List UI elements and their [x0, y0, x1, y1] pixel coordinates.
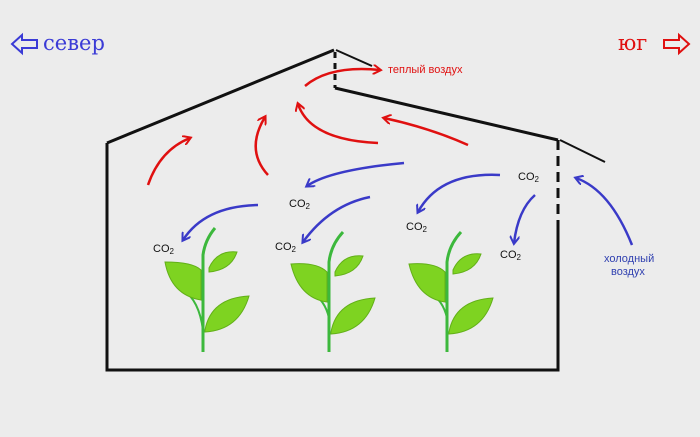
plant-stem	[445, 230, 463, 352]
plant-stem	[201, 227, 217, 352]
co2-labels: CO2 CO2 CO2 CO2 CO2 CO2	[153, 171, 540, 262]
warm-air-flow	[146, 69, 469, 186]
cold-air-arrow	[303, 195, 371, 242]
cold-air-label-line2: воздух	[611, 266, 645, 278]
north-direction: север	[10, 31, 105, 56]
right-roof	[334, 86, 559, 142]
co2-label: CO2	[406, 221, 428, 234]
leaf-icon	[208, 251, 238, 273]
cold-air-arrow	[514, 194, 536, 243]
warm-air-arrow	[384, 118, 469, 147]
warm-air-arrow	[146, 138, 190, 186]
co2-label: CO2	[518, 171, 540, 184]
leaf-icon	[330, 297, 376, 335]
north-label: север	[43, 31, 105, 55]
right-arrow-icon	[663, 32, 691, 56]
co2-label: CO2	[500, 249, 522, 262]
co2-label: CO2	[275, 241, 297, 254]
cold-air-arrow	[418, 173, 501, 212]
warm-air-arrow	[254, 117, 269, 176]
plant	[164, 227, 250, 352]
leaf-icon	[448, 297, 494, 335]
cold-air-arrow	[183, 203, 259, 240]
cold-air-label-line1: холодный	[604, 253, 654, 265]
plant	[408, 230, 494, 352]
leaf-icon	[204, 295, 250, 333]
leaf-icon	[334, 255, 364, 277]
warm-air-arrow	[298, 104, 379, 145]
leaf-icon	[408, 263, 446, 303]
south-direction: юг	[618, 31, 691, 56]
leaf-icon	[452, 253, 482, 275]
cold-air-arrow	[576, 178, 634, 246]
side-vent-flap	[559, 139, 606, 163]
leaf-icon	[290, 263, 328, 303]
greenhouse-outline	[105, 48, 606, 372]
left-roof	[106, 48, 335, 145]
plant-stem	[327, 230, 345, 352]
cold-air-flow	[183, 161, 634, 246]
co2-label: CO2	[289, 198, 311, 211]
greenhouse-walls	[105, 143, 560, 372]
warm-air-arrow	[304, 69, 380, 87]
cold-air-arrow	[307, 161, 405, 186]
co2-label: CO2	[153, 243, 175, 256]
plant	[290, 230, 376, 352]
top-vent-flap	[335, 49, 373, 67]
left-arrow-icon	[10, 32, 38, 56]
leaf-icon	[164, 261, 202, 301]
south-label: юг	[618, 31, 647, 55]
warm-air-label: теплый воздух	[388, 64, 463, 76]
